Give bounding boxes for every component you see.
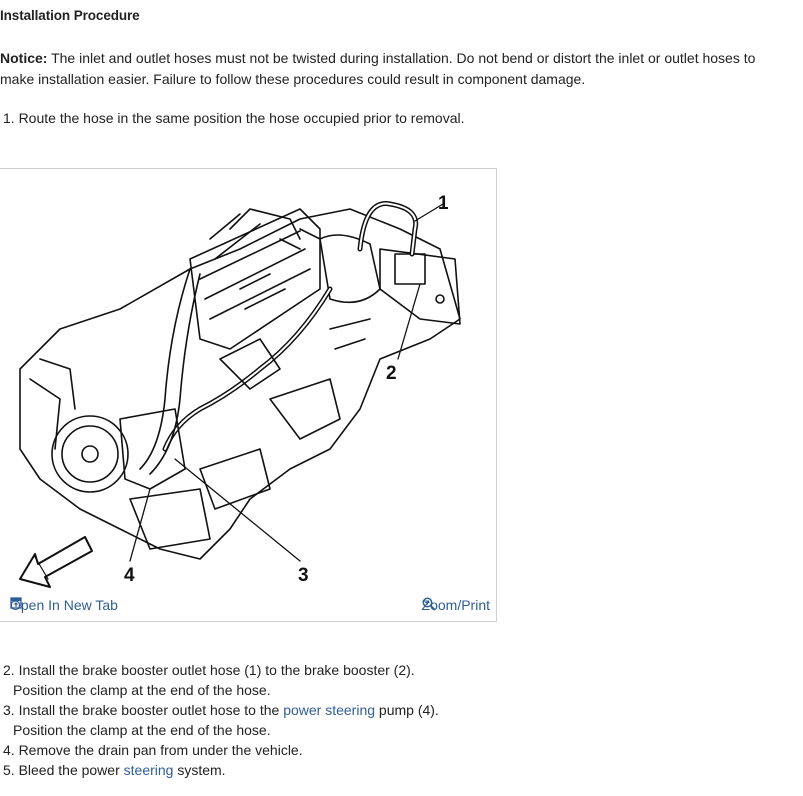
open-in-new-tab-label: Open In New Tab	[10, 597, 118, 613]
step-5: 5. Bleed the power steering system.	[3, 760, 439, 780]
notice-label: Notice:	[0, 50, 48, 66]
step-3-line-2: Position the clamp at the end of the hos…	[13, 722, 271, 738]
new-tab-icon	[10, 597, 22, 609]
engine-illustration[interactable]: 1 2 3 4	[0, 169, 497, 593]
callout-3: 3	[298, 565, 309, 586]
figure-panel: 1 2 3 4 Open In New Tab Zoom/Print	[0, 168, 497, 622]
page-heading: Installation Procedure	[0, 8, 140, 23]
open-in-new-tab-link[interactable]: Open In New Tab	[10, 597, 118, 613]
step-5-text-pre: 5. Bleed the power	[3, 762, 124, 778]
step-3-text-pre: 3. Install the brake booster outlet hose…	[3, 702, 284, 718]
callout-1: 1	[438, 193, 449, 214]
figure-toolbar: Open In New Tab Zoom/Print	[0, 591, 496, 621]
notice-text: The inlet and outlet hoses must not be t…	[0, 50, 756, 87]
callout-2: 2	[386, 363, 397, 384]
step-3-text-post: pump (4).	[375, 702, 439, 718]
step-1: 1. Route the hose in the same position t…	[3, 110, 465, 126]
notice-paragraph: Notice: The inlet and outlet hoses must …	[0, 48, 790, 90]
power-steering-link[interactable]: power steering	[283, 702, 376, 718]
step-3-line-1: 3. Install the brake booster outlet hose…	[3, 700, 439, 720]
steps-list: 2. Install the brake booster outlet hose…	[3, 660, 439, 780]
zoom-print-label: Zoom/Print	[421, 597, 490, 613]
callout-4: 4	[124, 565, 135, 586]
steering-link[interactable]: steering	[123, 762, 174, 778]
magnifier-icon	[422, 597, 436, 611]
step-4: 4. Remove the drain pan from under the v…	[3, 742, 303, 758]
step-2-line-1: 2. Install the brake booster outlet hose…	[3, 662, 415, 678]
step-5-text-post: system.	[173, 762, 226, 778]
zoom-print-link[interactable]: Zoom/Print	[422, 597, 490, 613]
step-2-line-2: Position the clamp at the end of the hos…	[13, 682, 271, 698]
